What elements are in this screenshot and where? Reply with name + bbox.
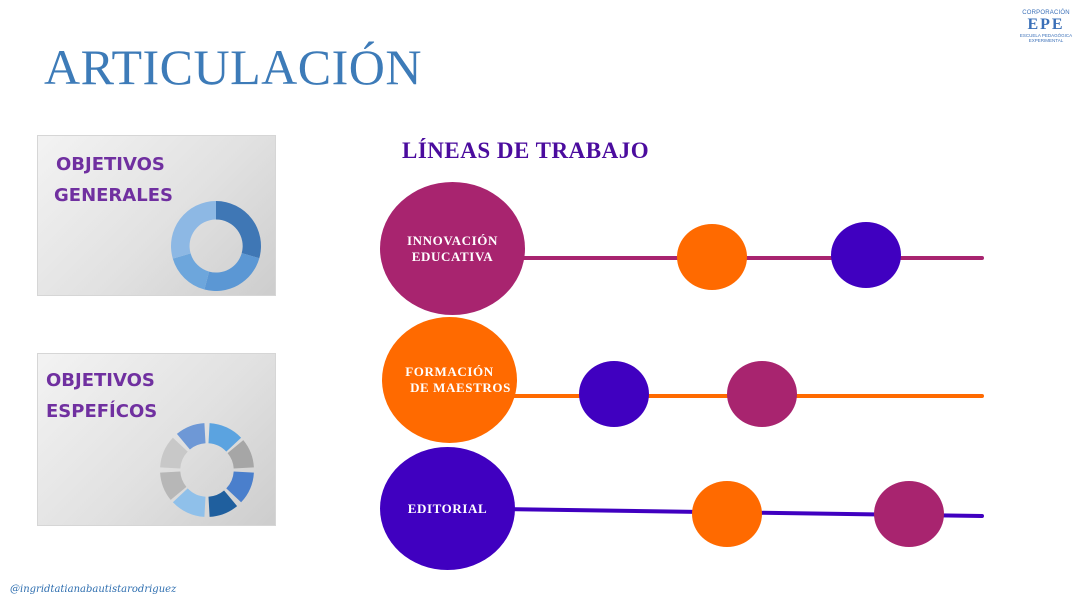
formacion-magenta-dot — [727, 361, 797, 427]
logo-line4: EXPERIMENTAL — [1028, 38, 1064, 43]
editorial-magenta-dot — [874, 481, 944, 547]
innovacion-orange-dot — [677, 224, 747, 290]
donut-chart-icon — [171, 201, 261, 291]
panel-objetivos-especificos-line2: ESPEFÍCOS — [46, 401, 158, 422]
formacion-maestros-line1: FORMACIÓN — [405, 364, 494, 379]
panel-objetivos-especificos-line1: OBJETIVOS — [46, 370, 155, 391]
editorial-orange-dot — [692, 481, 762, 547]
editorial-circle: EDITORIAL — [380, 447, 515, 570]
segmented-ring-icon — [160, 423, 254, 517]
panel-objetivos-especificos: OBJETIVOS ESPEFÍCOS — [37, 353, 276, 526]
slide-title: ARTICULACIÓN — [44, 39, 422, 95]
innovacion-educativa-circle: INNOVACIÓN EDUCATIVA — [380, 182, 525, 315]
innovacion-indigo-dot — [831, 222, 901, 288]
section-title: LÍNEAS DE TRABAJO — [402, 138, 650, 163]
formacion-indigo-dot — [579, 361, 649, 427]
panel-objetivos-generales-line1: OBJETIVOS — [56, 154, 165, 175]
panel-objetivos-generales-line2: GENERALES — [54, 185, 173, 206]
innovacion-educativa-line1: INNOVACIÓN — [407, 232, 498, 248]
panel-objetivos-generales-text: OBJETIVOS GENERALES — [54, 149, 173, 211]
panel-objetivos-especificos-text: OBJETIVOS ESPEFÍCOS — [46, 365, 157, 427]
formacion-maestros-line2: DE MAESTROS — [410, 380, 511, 395]
editorial-line1: EDITORIAL — [407, 500, 488, 516]
footer-handle: @ingridtatianabautistarodriguez — [10, 584, 177, 595]
formacion-maestros-circle: FORMACIÓN DE MAESTROS — [382, 317, 517, 443]
logo-line1: CORPORACIÓN — [1022, 10, 1070, 16]
panel-objetivos-generales: OBJETIVOS GENERALES — [37, 135, 276, 296]
corporacion-epe-logo: CORPORACIÓN EPE ESCUELA PEDAGÓGICA EXPER… — [1018, 10, 1074, 43]
logo-line3: ESCUELA PEDAGÓGICA — [1019, 33, 1073, 38]
innovacion-educativa-line2: EDUCATIVA — [411, 248, 494, 264]
logo-line2: EPE — [1027, 16, 1065, 33]
